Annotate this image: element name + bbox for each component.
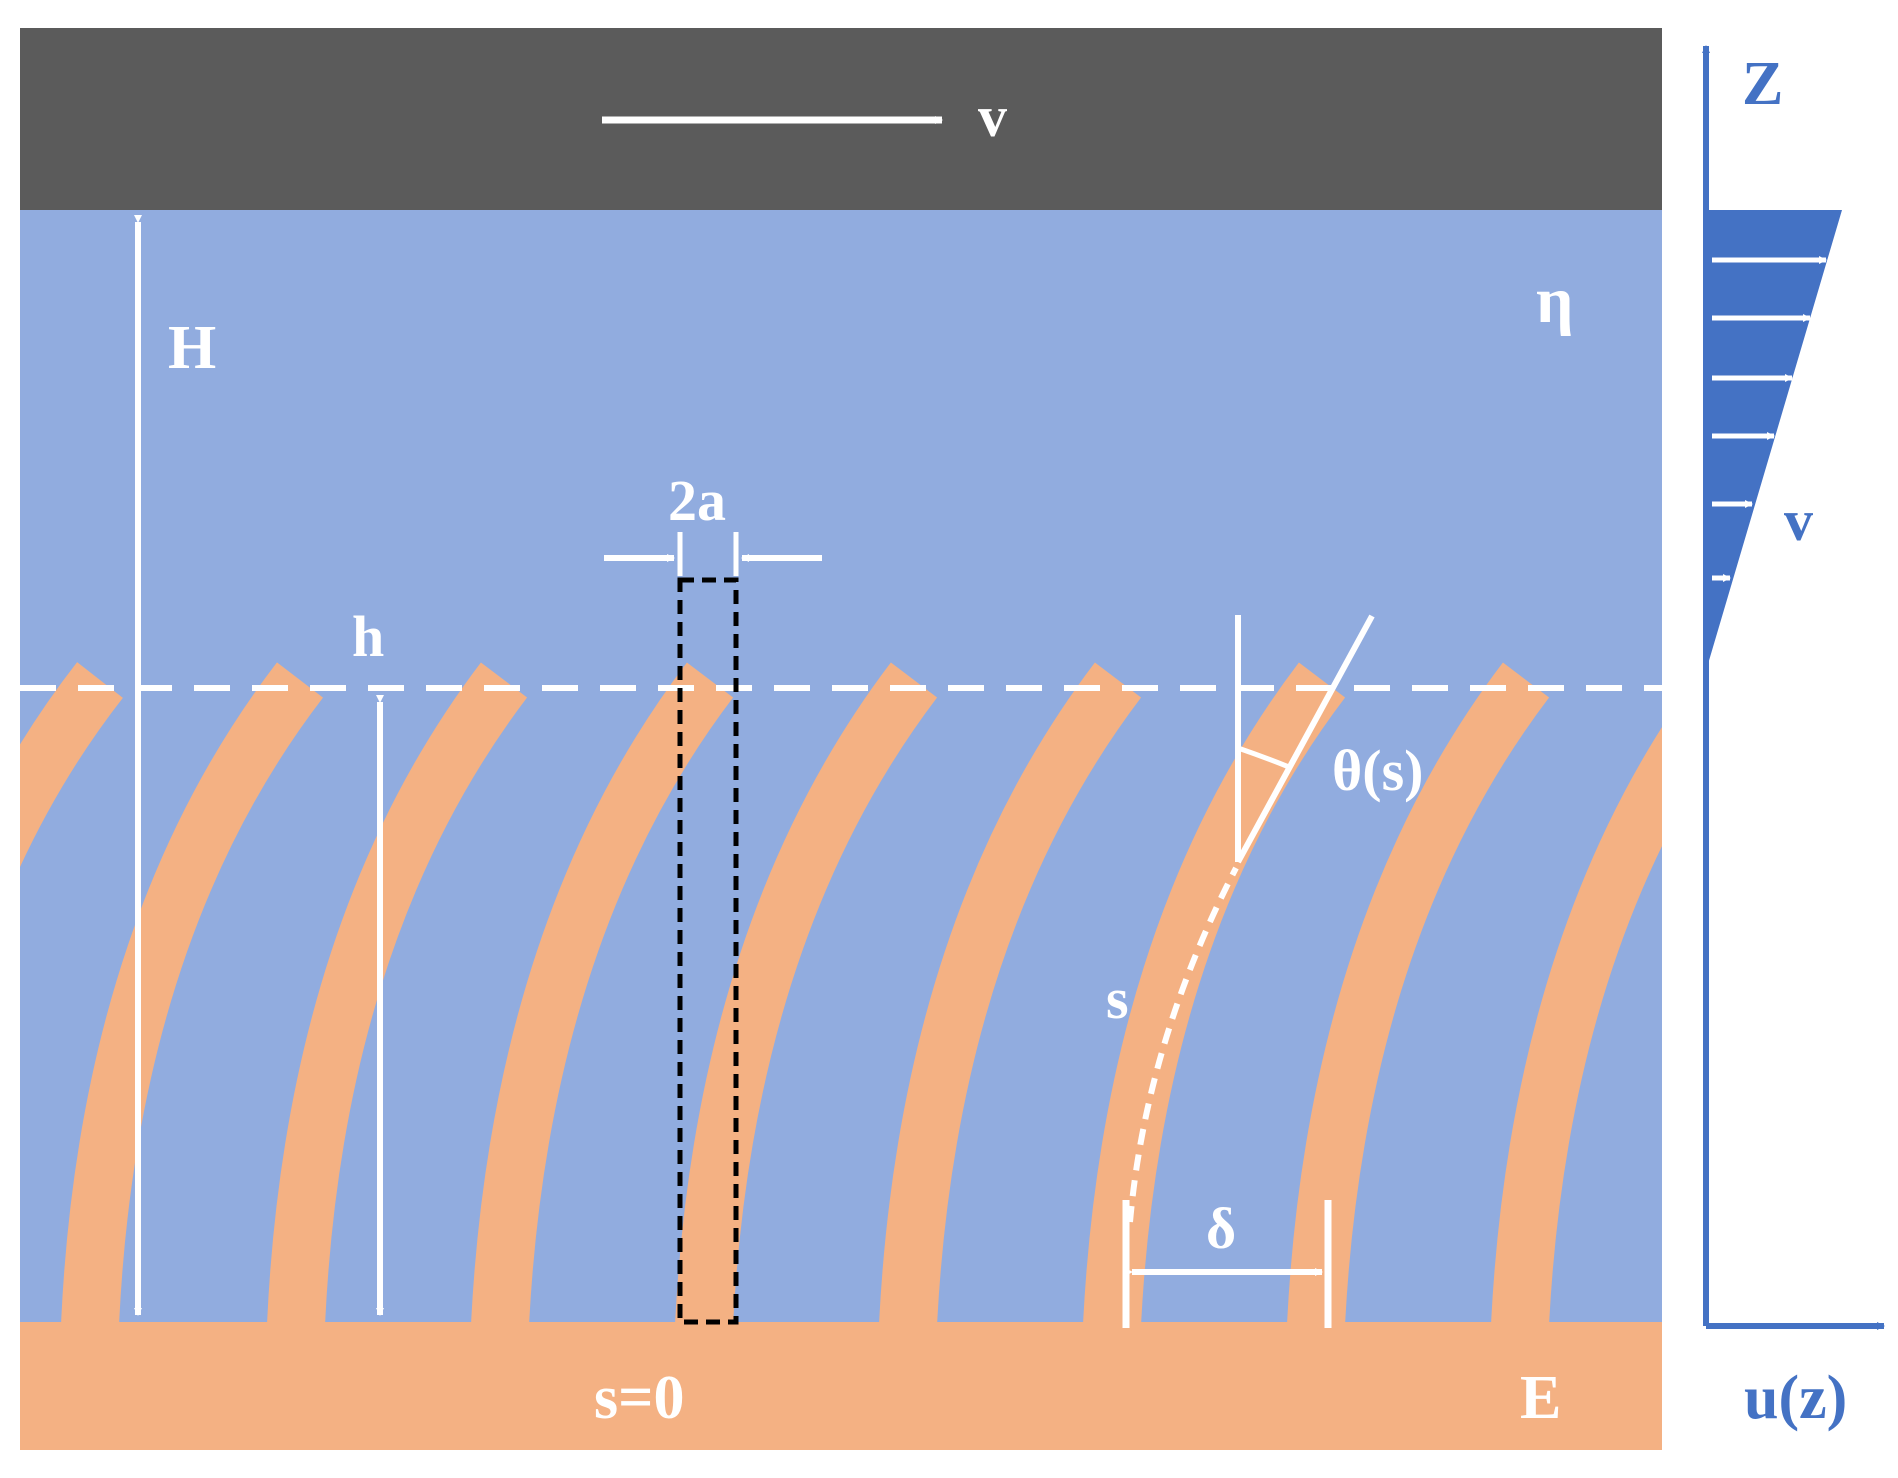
- arc-length-path: [1127, 866, 1239, 1223]
- fiber-4: [675, 662, 938, 1322]
- fiber-1: [61, 662, 324, 1322]
- plate-velocity-label: v: [978, 84, 1007, 149]
- fiber-2: [267, 662, 528, 1322]
- fiber-6: [1083, 662, 1346, 1322]
- fiber-width-label: 2a: [668, 468, 726, 533]
- angle-label: θ(s): [1332, 738, 1423, 803]
- spacing-label: δ: [1206, 1196, 1236, 1261]
- arc-length-label: s: [1106, 966, 1129, 1031]
- angle-arc: [1237, 745, 1290, 770]
- fiber-8: [1491, 727, 1662, 1322]
- angle-tangent-line: [1235, 614, 1375, 864]
- fiber-outline-box: [677, 577, 739, 1325]
- fiber-height-label: h: [352, 604, 384, 669]
- fiber-3: [471, 662, 734, 1322]
- u-axis-label: u(z): [1744, 1364, 1847, 1432]
- velocity-profile-triangle: [1708, 210, 1842, 664]
- modulus-label: E: [1520, 1364, 1561, 1432]
- velocity-profile-arrows: [1712, 256, 1827, 582]
- substrate: [20, 1322, 1662, 1450]
- fiber-0: [20, 662, 123, 868]
- profile-velocity-label: v: [1784, 488, 1813, 553]
- origin-label: s=0: [594, 1364, 684, 1432]
- z-axis-label: Z: [1742, 50, 1783, 118]
- viscosity-label: η: [1536, 264, 1573, 337]
- fiber-5: [879, 662, 1142, 1322]
- total-height-label: H: [168, 314, 216, 382]
